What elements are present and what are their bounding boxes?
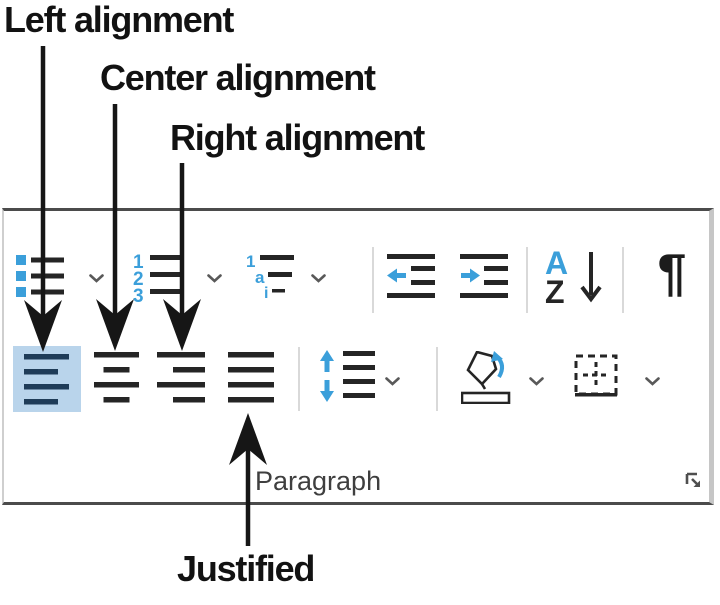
- justify-icon: [228, 351, 274, 402]
- svg-text:3: 3: [133, 286, 144, 302]
- callout-left-alignment: Left alignment: [4, 0, 234, 40]
- chevron-down-icon: [644, 376, 660, 386]
- line-spacing-dropdown-button[interactable]: [380, 370, 404, 392]
- bullets-button[interactable]: [12, 250, 70, 304]
- pilcrow-icon: ¶: [657, 244, 687, 302]
- chevron-down-icon: [88, 273, 104, 283]
- borders-icon: [574, 354, 618, 397]
- align-right-icon: [157, 351, 205, 402]
- shading-icon: [461, 350, 511, 404]
- center-icon: [93, 351, 139, 402]
- shading-dropdown-button[interactable]: [524, 370, 548, 392]
- dialog-launcher-button[interactable]: [682, 469, 706, 493]
- center-button[interactable]: [89, 346, 143, 408]
- sort-button[interactable]: A Z: [542, 247, 606, 307]
- callout-center-alignment: Center alignment: [100, 57, 376, 98]
- increase-indent-icon: [460, 254, 508, 298]
- justify-button[interactable]: [224, 346, 278, 408]
- decrease-indent-icon: [387, 254, 435, 298]
- align-left-icon: [24, 353, 69, 404]
- separator: [622, 247, 624, 313]
- chevron-down-icon: [384, 376, 400, 386]
- chevron-down-icon: [310, 273, 326, 283]
- sort-icon: A Z: [545, 249, 602, 305]
- separator: [298, 347, 300, 411]
- bullets-dropdown-button[interactable]: [84, 267, 108, 289]
- align-left-button[interactable]: [13, 346, 81, 412]
- chevron-down-icon: [528, 376, 544, 386]
- increase-indent-button[interactable]: [456, 250, 512, 302]
- paragraph-ribbon-group: 1 2 3 1 a i: [2, 208, 714, 505]
- multilevel-list-icon: 1 a i: [246, 253, 294, 299]
- svg-text:1: 1: [133, 252, 144, 273]
- svg-text:2: 2: [133, 269, 144, 290]
- shading-button[interactable]: [457, 348, 515, 406]
- decrease-indent-button[interactable]: [383, 250, 439, 302]
- separator: [372, 247, 374, 313]
- multilevel-list-button[interactable]: 1 a i: [242, 250, 304, 302]
- borders-dropdown-button[interactable]: [640, 370, 664, 392]
- separator: [436, 347, 438, 411]
- svg-text:i: i: [264, 285, 268, 299]
- show-formatting-marks-button[interactable]: ¶: [646, 241, 698, 305]
- separator: [526, 247, 528, 313]
- svg-text:Z: Z: [545, 274, 565, 305]
- svg-text:A: A: [545, 249, 568, 281]
- group-label-paragraph: Paragraph: [255, 466, 382, 496]
- line-spacing-icon: [320, 350, 375, 402]
- callout-justified: Justified: [177, 548, 315, 589]
- chevron-down-icon: [206, 273, 222, 283]
- svg-text:a: a: [255, 268, 265, 287]
- align-right-button[interactable]: [153, 346, 209, 408]
- bullets-icon: [16, 255, 64, 297]
- callout-right-alignment: Right alignment: [170, 117, 425, 158]
- borders-button[interactable]: [569, 349, 623, 405]
- numbering-dropdown-button[interactable]: [202, 267, 226, 289]
- svg-text:1: 1: [246, 253, 255, 271]
- dialog-launcher-icon: [685, 472, 700, 487]
- multilevel-dropdown-button[interactable]: [306, 267, 330, 289]
- numbering-button[interactable]: 1 2 3: [128, 248, 186, 306]
- line-spacing-button[interactable]: [314, 347, 378, 405]
- numbering-icon: 1 2 3: [133, 252, 182, 302]
